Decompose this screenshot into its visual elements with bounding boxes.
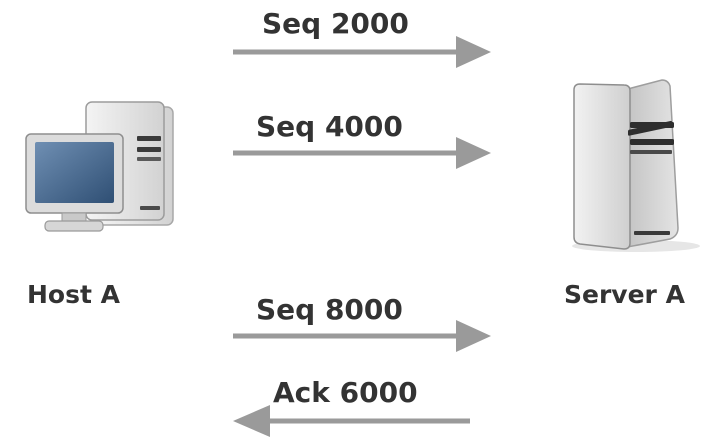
server-label: Server A [564, 280, 685, 309]
host-label: Host A [27, 280, 120, 309]
tower-server-icon [572, 79, 700, 252]
message-label-seq-2000: Seq 2000 [262, 7, 409, 40]
arrow-seq-8000 [233, 320, 491, 352]
message-label-seq-4000: Seq 4000 [256, 110, 403, 143]
message-label-ack-6000: Ack 6000 [273, 376, 418, 409]
arrow-seq-4000 [233, 137, 491, 169]
arrow-ack-6000 [233, 405, 470, 437]
desktop-computer-icon [25, 101, 174, 232]
message-label-seq-8000: Seq 8000 [256, 293, 403, 326]
arrow-seq-2000 [233, 36, 491, 68]
